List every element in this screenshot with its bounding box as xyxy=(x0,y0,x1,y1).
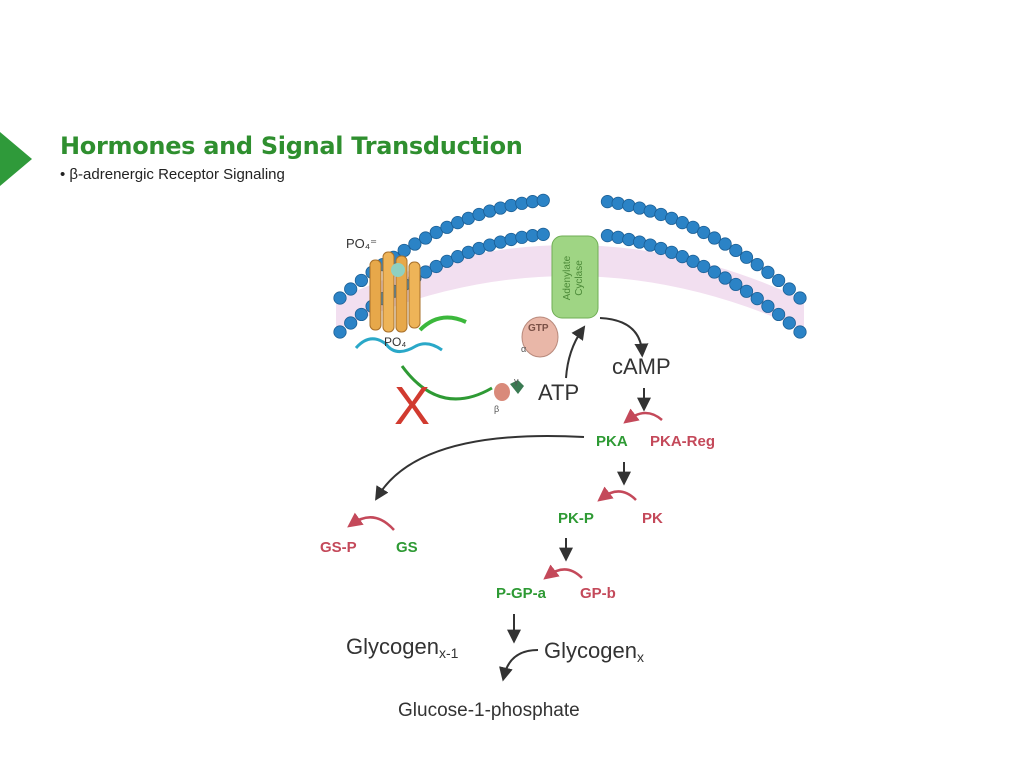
beta-label: β xyxy=(494,404,499,414)
lipid-head xyxy=(397,243,411,258)
pk-p-label: PK-P xyxy=(558,510,594,527)
lipid-head xyxy=(718,271,732,285)
cyclase-to-camp-arrow xyxy=(599,317,649,358)
lipid-head xyxy=(686,254,700,268)
pk-phosphorylation-curve xyxy=(597,486,637,502)
lipid-head xyxy=(750,291,764,306)
lipid-head xyxy=(793,291,807,305)
lipid-head xyxy=(793,325,807,339)
lipid-head xyxy=(504,198,518,213)
lipid-head xyxy=(718,237,732,251)
glucose-1-phosphate-label: Glucose-1-phosphate xyxy=(398,700,580,721)
gp-phosphorylation-curve xyxy=(543,564,583,580)
lipid-head xyxy=(697,225,711,240)
pka-activation-curve xyxy=(623,408,663,424)
adenylate-cyclase-label-2: Cyclase xyxy=(574,260,585,296)
gs-phosphorylation-curve xyxy=(347,512,395,531)
lipid-head xyxy=(408,237,422,251)
lipid-head xyxy=(344,282,358,296)
slide-marker-arrow xyxy=(0,132,32,186)
gtp-label: GTP xyxy=(528,323,549,334)
lipid-head xyxy=(429,225,443,240)
lipid-head xyxy=(707,265,722,279)
lipid-head xyxy=(354,307,368,322)
lipid-head xyxy=(782,282,796,296)
lipid-head xyxy=(729,277,743,292)
glycogen-right-label: Glycogenx xyxy=(544,638,644,665)
lipid-head xyxy=(739,250,754,264)
glycogen-to-glucose-arrow xyxy=(499,649,539,682)
lipid-head xyxy=(333,325,347,339)
blocked-mark: X xyxy=(394,376,430,436)
lipid-head xyxy=(429,259,443,274)
lipid-head xyxy=(536,227,550,241)
lipid-head xyxy=(707,231,722,245)
pka-to-gs-arrow xyxy=(375,434,585,501)
lipid-head xyxy=(418,231,433,245)
pka-reg-label: PKA-Reg xyxy=(650,433,715,450)
pka-label: PKA xyxy=(596,433,628,450)
lipid-head xyxy=(333,291,347,305)
lipid-head xyxy=(761,299,775,313)
pk-label: PK xyxy=(642,510,663,527)
gs-label: GS xyxy=(396,539,418,556)
gamma-label: γ xyxy=(514,376,519,386)
camp-label: cAMP xyxy=(612,354,671,379)
receptor-activation-arc xyxy=(400,365,493,401)
lipid-head xyxy=(772,307,786,322)
beta-adrenergic-receptor xyxy=(354,251,467,353)
lipid-head xyxy=(344,316,358,330)
lipid-head xyxy=(536,193,550,207)
lipid-head xyxy=(750,257,764,272)
lipid-head xyxy=(761,265,775,279)
lipid-head xyxy=(772,273,786,288)
g-protein-beta-gamma: β γ xyxy=(494,376,524,414)
lipid-head xyxy=(354,273,368,288)
glycogen-left-label: Glycogenx-1 xyxy=(346,634,459,661)
gp-b-label: GP-b xyxy=(580,585,616,602)
slide-title: Hormones and Signal Transduction xyxy=(60,132,523,160)
alpha-label: α xyxy=(521,344,526,354)
lipid-head xyxy=(611,196,625,210)
g-protein-alpha: GTP α xyxy=(521,316,559,358)
slide-bullet: • β-adrenergic Receptor Signaling xyxy=(60,166,285,183)
lipid-head xyxy=(729,243,743,258)
lipid-head xyxy=(697,259,711,274)
lipid-head xyxy=(504,232,518,247)
lipid-head xyxy=(782,316,796,330)
atp-arrow xyxy=(565,325,586,379)
adenylate-cyclase: Adenylate Cyclase xyxy=(551,235,599,319)
phosphate-label-top: PO₄⁼ xyxy=(346,236,377,251)
p-gp-a-label: P-GP-a xyxy=(496,585,547,602)
lipid-head xyxy=(686,220,700,234)
phosphate-label-inner: PO₄ xyxy=(384,335,406,349)
lipid-head xyxy=(739,284,754,298)
lipid-head xyxy=(611,230,625,244)
adenylate-cyclase-label-1: Adenylate xyxy=(562,255,573,300)
atp-label: ATP xyxy=(538,380,579,405)
gs-p-label: GS-P xyxy=(320,539,357,556)
